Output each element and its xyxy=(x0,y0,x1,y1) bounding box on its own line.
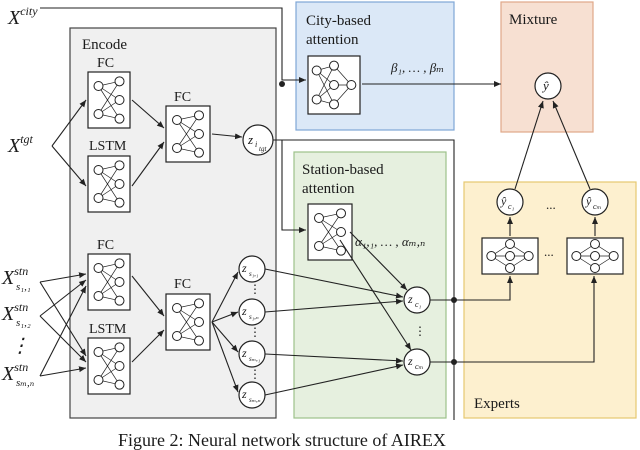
node-z-s11: z s₁,₁ xyxy=(238,255,266,283)
input-x-stn-11: Xstn s₁,₁ xyxy=(1,264,31,293)
svg-text:ŷ: ŷ xyxy=(541,78,549,93)
svg-text:s₁,ₙ: s₁,ₙ xyxy=(249,313,259,321)
encode-title: Encode xyxy=(82,37,127,53)
svg-text:s₁,₁: s₁,₁ xyxy=(16,281,31,293)
node-z-c1: z c₁ xyxy=(403,286,431,314)
node-z-cm: z cₘ xyxy=(403,348,431,376)
net-lstm-top xyxy=(87,155,131,213)
node-z-smn: z sₘ,ₙ xyxy=(238,381,266,409)
station-attention-title-1: Station-based xyxy=(302,162,384,178)
alpha-weights: α₁,₁, … , αₘ,ₙ xyxy=(355,234,425,249)
experts-dots-mid: ... xyxy=(544,244,554,259)
net-fc-bottom xyxy=(87,253,131,311)
label-lstm-top: LSTM xyxy=(89,139,127,154)
svg-text:ŷ: ŷ xyxy=(500,194,507,208)
input-x-city: Xcity xyxy=(7,4,38,29)
input-x-tgt: Xtgt xyxy=(7,132,34,157)
svg-text:s₁,₂: s₁,₂ xyxy=(16,317,31,329)
net-city-attention xyxy=(307,55,361,115)
svg-text:z: z xyxy=(407,292,413,306)
net-expert-m xyxy=(566,237,624,275)
svg-text:Xstn: Xstn xyxy=(1,360,28,385)
mixture-title: Mixture xyxy=(509,12,558,28)
city-attention-title-2: attention xyxy=(306,32,359,48)
label-fc-bottom: FC xyxy=(97,238,114,253)
input-x-stn-mn: Xstn sₘ,ₙ xyxy=(1,360,34,389)
label-fc-merge-top: FC xyxy=(174,90,191,105)
svg-text:Xtgt: Xtgt xyxy=(7,132,34,157)
svg-text:cₘ: cₘ xyxy=(593,202,602,211)
svg-text:Xcity: Xcity xyxy=(7,4,38,29)
dots-mid: ⋮ xyxy=(249,325,261,339)
svg-text:sₘ,₁: sₘ,₁ xyxy=(249,355,260,363)
mixture-panel xyxy=(500,1,594,133)
input-x-stn-12: Xstn s₁,₂ xyxy=(1,300,31,329)
node-y-c1: ŷ c₁ xyxy=(496,188,524,216)
net-fc-merge-bottom xyxy=(165,293,211,351)
node-y-cm: ŷ cₘ xyxy=(581,188,609,216)
svg-text:z: z xyxy=(241,387,247,401)
net-fc-merge-top xyxy=(165,105,211,163)
node-y-hat: ŷ xyxy=(534,72,562,100)
svg-text:Xstn: Xstn xyxy=(1,300,28,325)
input-vertical-dots: ⋮ xyxy=(10,335,30,357)
svg-text:z: z xyxy=(407,354,413,368)
svg-text:ŷ: ŷ xyxy=(585,194,592,208)
net-station-attention xyxy=(307,203,353,261)
svg-text:s₁,₁: s₁,₁ xyxy=(249,270,258,278)
label-fc-merge-bottom: FC xyxy=(174,277,191,292)
figure-caption: Figure 2: Neural network structure of AI… xyxy=(118,430,446,450)
dots-sm: ⋮ xyxy=(249,367,261,381)
connections xyxy=(39,7,598,420)
label-lstm-bottom: LSTM xyxy=(89,322,127,337)
net-expert-1 xyxy=(481,237,539,275)
net-lstm-bottom xyxy=(87,337,131,395)
dots-s1: ⋮ xyxy=(249,282,261,296)
svg-text:sₘ,ₙ: sₘ,ₙ xyxy=(249,396,261,404)
svg-text:z: z xyxy=(241,346,247,360)
junction-dots xyxy=(279,81,457,365)
experts-dots-top: ... xyxy=(546,197,556,212)
station-attention-title-2: attention xyxy=(302,181,355,197)
svg-text:sₘ,ₙ: sₘ,ₙ xyxy=(16,377,34,389)
svg-text:z: z xyxy=(241,304,247,318)
svg-text:c₁: c₁ xyxy=(415,300,422,309)
node-z-tgt: z i tgt xyxy=(242,124,274,156)
svg-text:tgt: tgt xyxy=(259,145,267,153)
node-z-s1n: z s₁,ₙ xyxy=(238,298,266,326)
svg-text:z: z xyxy=(247,132,253,147)
experts-title: Experts xyxy=(474,396,520,412)
svg-text:z: z xyxy=(241,261,247,275)
svg-text:cₘ: cₘ xyxy=(415,362,424,371)
label-fc-top: FC xyxy=(97,56,114,71)
city-attention-title-1: City-based xyxy=(306,13,371,29)
node-z-sm1: z sₘ,₁ xyxy=(238,340,266,368)
dots-c: ⋮ xyxy=(414,324,426,338)
svg-text:Xstn: Xstn xyxy=(1,264,28,289)
beta-weights: β₁, … , βₘ xyxy=(390,60,444,75)
svg-text:i: i xyxy=(255,140,257,149)
svg-text:c₁: c₁ xyxy=(508,202,515,211)
net-fc-top xyxy=(87,71,131,129)
